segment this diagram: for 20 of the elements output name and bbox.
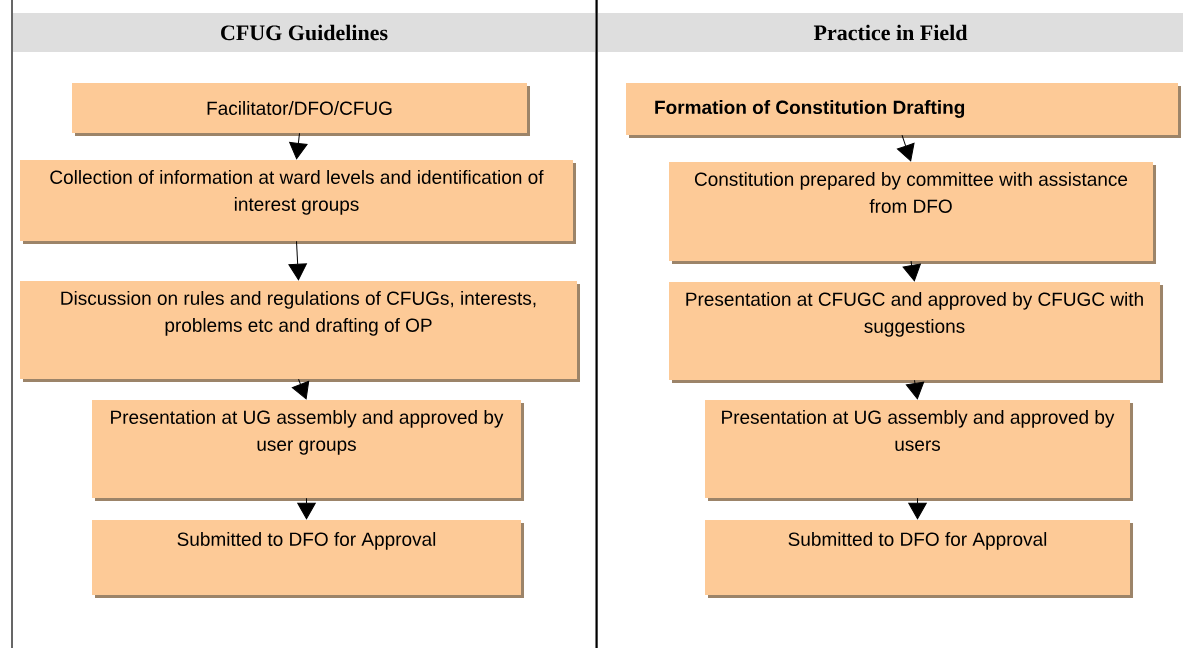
process-box: Formation of Constitution Drafting	[626, 83, 1181, 138]
arrow	[297, 497, 316, 520]
arrow	[291, 378, 310, 400]
process-box: Constitution prepared by committee with assistance from DFO	[669, 162, 1156, 264]
column-header: CFUG Guidelines	[13, 13, 595, 52]
arrow	[908, 497, 927, 520]
arrow	[905, 379, 925, 400]
arrow	[289, 132, 308, 160]
process-box: Submitted to DFO for Approval	[705, 520, 1133, 598]
arrow	[902, 260, 921, 282]
arrow	[288, 240, 307, 281]
process-box: Discussion on rules and regulations of CFUGs, interests, problems etc and drafting of OP	[20, 281, 580, 382]
process-box: Presentation at UG assembly and approved by users	[705, 400, 1133, 501]
column-header: Practice in Field	[598, 13, 1183, 52]
process-box: Presentation at CFUGC and approved by CFUGC with suggestions	[669, 282, 1163, 383]
process-box: Submitted to DFO for Approval	[92, 520, 524, 598]
process-box: Facilitator/DFO/CFUG	[72, 83, 530, 136]
process-box: Presentation at UG assembly and approved by user groups	[92, 400, 524, 501]
arrow	[896, 134, 915, 162]
process-box: Collection of information at ward levels and identification of interest groups	[20, 160, 576, 244]
